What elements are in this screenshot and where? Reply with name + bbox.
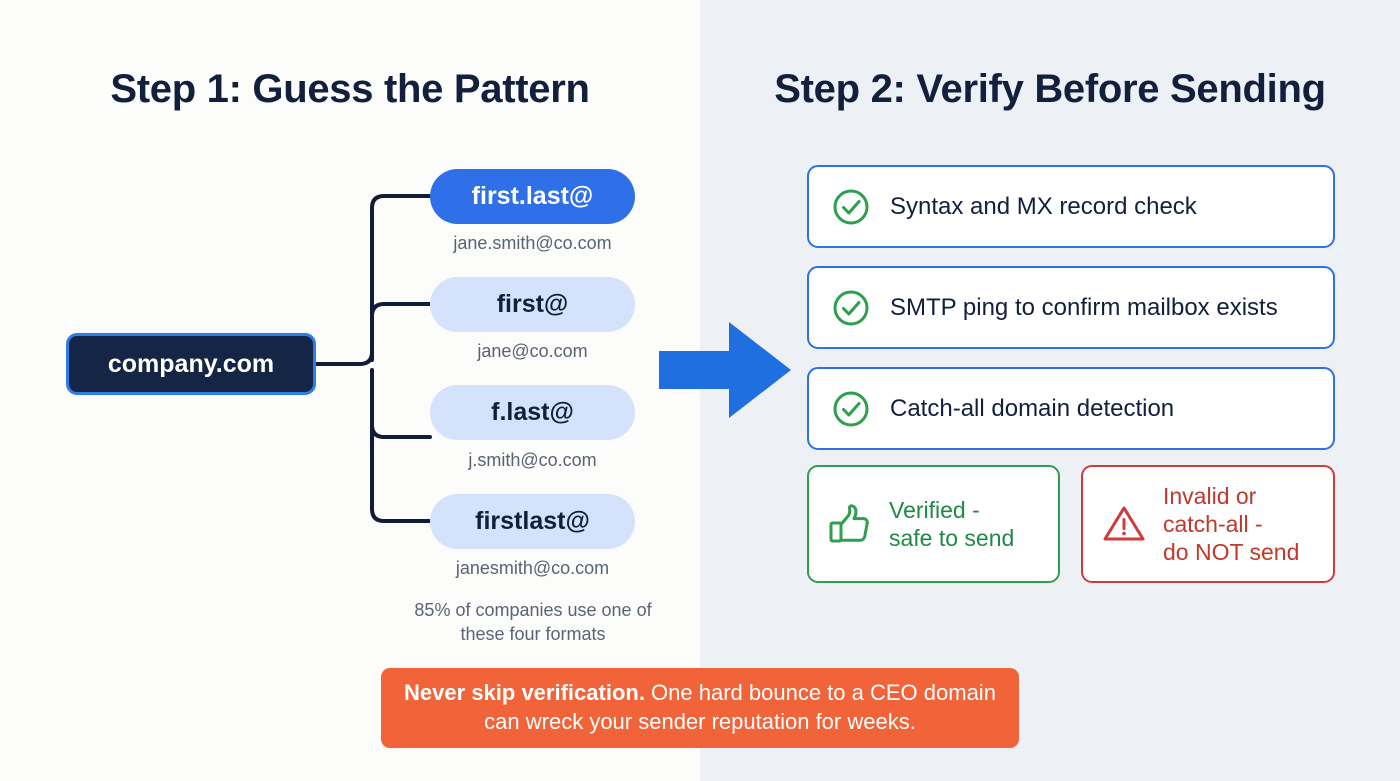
verification-card-label: Syntax and MX record check [890, 192, 1197, 220]
root-domain-node[interactable]: company.com [66, 333, 316, 395]
verification-card-label: SMTP ping to confirm mailbox exists [890, 293, 1278, 321]
left-panel-heading: Step 1: Guess the Pattern [110, 67, 590, 111]
banner-bold-text: Never skip verification. [404, 680, 645, 706]
verification-card-catchall[interactable]: Catch-all domain detection [807, 367, 1335, 450]
thumbs-up-icon [829, 504, 869, 543]
pattern-pill-firstlast[interactable]: firstlast@ [430, 494, 635, 549]
pattern-pill-f-last[interactable]: f.last@ [430, 385, 635, 440]
circle-check-icon [833, 189, 869, 224]
pattern-pill-first-last[interactable]: first.last@ [430, 169, 635, 224]
verification-card-syntax[interactable]: Syntax and MX record check [807, 165, 1335, 248]
pattern-pill-first[interactable]: first@ [430, 277, 635, 332]
circle-check-icon [833, 290, 869, 325]
verdict-box-invalid[interactable]: Invalid or catch-all - do NOT send [1081, 465, 1335, 583]
banner-rest-text: One hard bounce to a CEO domain can wrec… [484, 680, 996, 734]
warning-banner: Never skip verification. One hard bounce… [381, 668, 1019, 748]
circle-check-icon [833, 391, 869, 426]
verdict-label-invalid: Invalid or catch-all - do NOT send [1163, 482, 1300, 566]
pattern-example-first: jane@co.com [477, 341, 588, 361]
pattern-coverage-caption: 85% of companies use one of these four f… [414, 600, 652, 645]
pattern-example-f-last: j.smith@co.com [468, 450, 597, 470]
right-panel-heading: Step 2: Verify Before Sending [774, 67, 1326, 111]
verification-card-label: Catch-all domain detection [890, 394, 1175, 422]
arrow-right-icon [659, 322, 791, 418]
pattern-example-first-last: jane.smith@co.com [453, 233, 612, 253]
warning-triangle-icon [1103, 506, 1145, 541]
verdict-box-safe[interactable]: Verified - safe to send [807, 465, 1060, 583]
pattern-example-firstlast: janesmith@co.com [455, 558, 610, 578]
verification-card-smtp[interactable]: SMTP ping to confirm mailbox exists [807, 266, 1335, 349]
verdict-label-safe: Verified - safe to send [889, 496, 1015, 551]
